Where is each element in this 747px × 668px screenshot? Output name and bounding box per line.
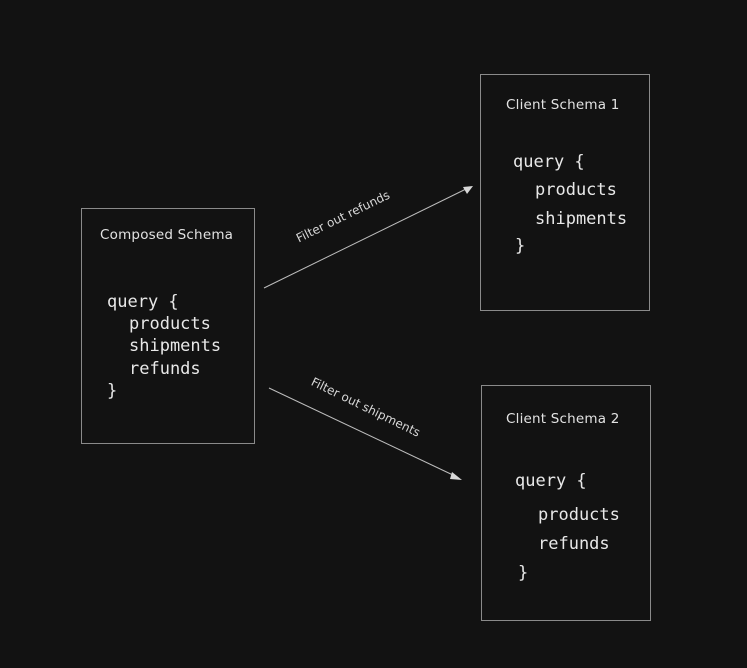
client-schema-1-title: Client Schema 1 — [506, 97, 620, 113]
client1-query-close: } — [515, 236, 526, 256]
client-schema-1-box — [480, 74, 650, 311]
composed-query-close: } — [107, 381, 118, 401]
client1-query-open: query { — [513, 152, 585, 172]
composed-query-open: query { — [107, 292, 179, 312]
client2-field-products: products — [538, 505, 620, 525]
client1-field-shipments: shipments — [535, 209, 628, 229]
composed-schema-box — [81, 208, 255, 444]
composed-field-products: products — [129, 314, 211, 334]
arrow-to-client-2 — [268, 387, 462, 480]
client2-query-open: query { — [515, 471, 587, 491]
composed-field-refunds: refunds — [129, 359, 201, 379]
client2-field-refunds: refunds — [538, 534, 610, 554]
composed-field-shipments: shipments — [129, 336, 222, 356]
client-schema-2-box — [481, 385, 651, 621]
client1-field-products: products — [535, 180, 617, 200]
client-schema-2-title: Client Schema 2 — [506, 411, 620, 427]
composed-schema-title: Composed Schema — [100, 227, 234, 243]
client2-query-close: } — [518, 563, 529, 583]
arrow-to-client-1 — [263, 186, 473, 289]
